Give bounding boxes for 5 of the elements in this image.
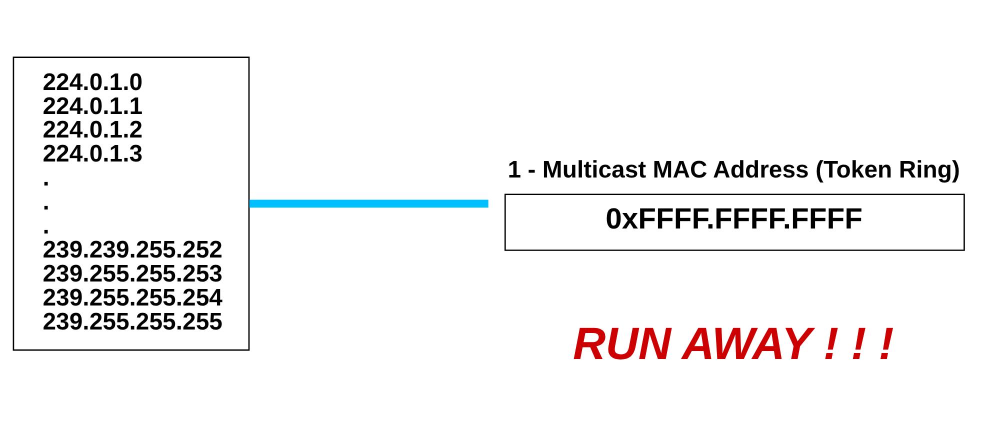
label: RUN AWAY ! ! ! bbox=[573, 318, 894, 369]
node-box: 224.0.1.0 224.0.1.1 224.0.1.2 224.0.1.3 . . . 239.239.255.252 239.255.255.253 239.255.255.254 239.255.255.255 bbox=[12, 56, 250, 351]
connector bbox=[249, 200, 488, 208]
node-label: 1 - Multicast MAC Address (Token Ring) bbox=[508, 156, 960, 184]
node-box: 0xFFFF.FFFF.FFFF bbox=[504, 194, 965, 251]
